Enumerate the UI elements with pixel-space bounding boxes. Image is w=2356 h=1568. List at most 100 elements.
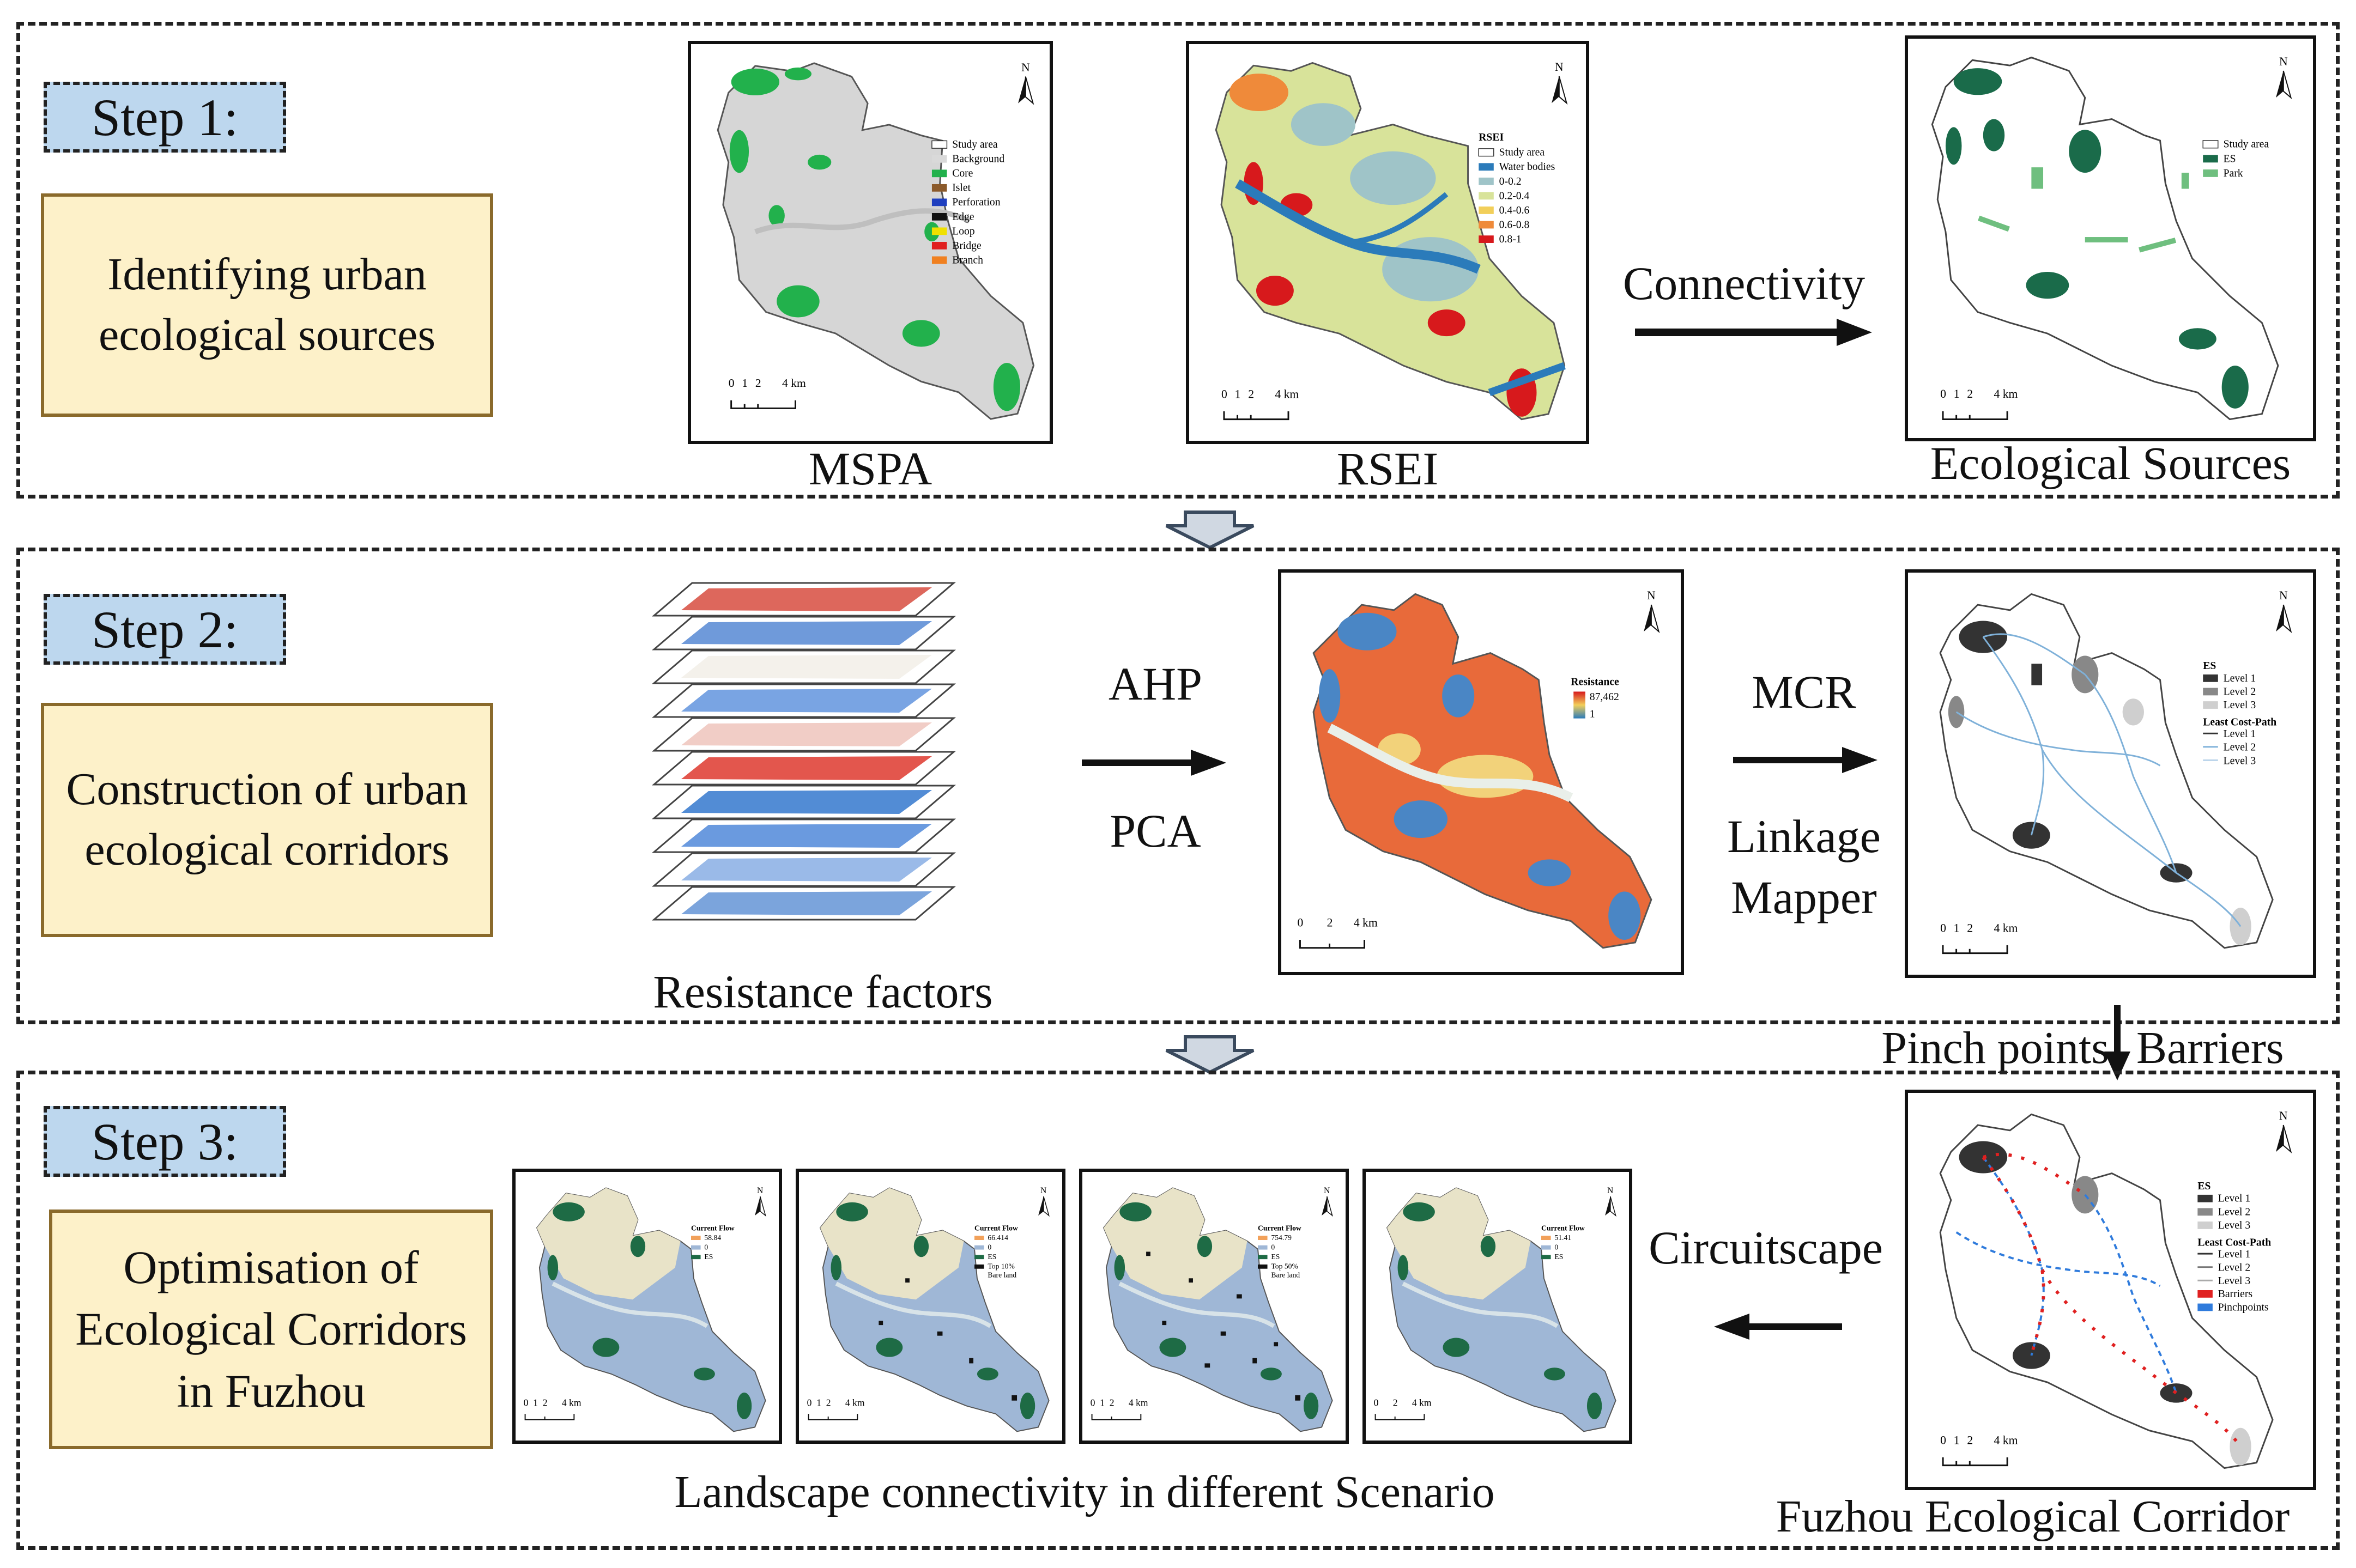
svg-text:4 km: 4 km <box>1994 921 2018 934</box>
svg-text:ES: ES <box>1271 1253 1280 1261</box>
svg-text:2: 2 <box>755 376 761 390</box>
svg-text:Level 2: Level 2 <box>2218 1206 2251 1218</box>
svg-text:0.4-0.6: 0.4-0.6 <box>1499 204 1530 216</box>
step2-section <box>16 548 2340 1024</box>
svg-text:Study area: Study area <box>952 138 998 150</box>
svg-text:N: N <box>2279 55 2288 68</box>
svg-text:0: 0 <box>1940 1433 1946 1447</box>
es-level1-patches <box>1959 1141 2193 1403</box>
svg-text:2: 2 <box>1393 1397 1398 1408</box>
svg-text:ES: ES <box>2224 153 2236 165</box>
north-arrow-icon: N <box>2276 589 2292 634</box>
svg-text:4 km: 4 km <box>845 1397 865 1408</box>
pca-label: PCA <box>1110 805 1201 857</box>
svg-text:Level 1: Level 1 <box>2218 1248 2251 1260</box>
es-patches <box>1114 1202 1319 1419</box>
corridor-map: ES Level 1 Level 2 Level 3 Least Cost-Pa… <box>1939 589 2292 955</box>
scenario-map-2: Current Flow 66.414 0 ES Top 10%Bare lan… <box>807 1186 1050 1432</box>
flow-arrow-down-2 <box>1165 1035 1255 1074</box>
svg-text:N: N <box>1555 60 1564 74</box>
svg-text:1: 1 <box>1954 387 1960 400</box>
fuzhou-corridor-caption: Fuzhou Ecological Corridor <box>1776 1491 2290 1542</box>
svg-text:Least Cost-Path: Least Cost-Path <box>2197 1236 2271 1248</box>
study-area-shape <box>1939 1113 2274 1469</box>
svg-text:Least Cost-Path: Least Cost-Path <box>2203 716 2276 728</box>
svg-text:Loop: Loop <box>952 225 975 237</box>
svg-text:0: 0 <box>704 1243 708 1251</box>
resistance-legend: Resistance 87,462 1 <box>1571 676 1619 720</box>
resistance-layer-fill <box>681 824 932 848</box>
svg-text:2: 2 <box>1967 1433 1973 1447</box>
svg-text:Background: Background <box>952 153 1004 165</box>
step1-tag: Step 1: <box>44 82 286 153</box>
scale-bar: 0 1 2 4 km <box>1940 387 2018 421</box>
svg-text:0: 0 <box>1940 387 1946 400</box>
svg-text:N: N <box>1040 1186 1046 1195</box>
rsei-map-panel: RSEI Study area Water bodies 0-0.2 0.2-0… <box>1186 41 1589 444</box>
svg-text:1: 1 <box>816 1397 821 1408</box>
svg-text:0: 0 <box>1271 1243 1275 1251</box>
scale-bar: 0 2 4 km <box>1374 1397 1432 1420</box>
connectivity-label: Connectivity <box>1622 257 1866 309</box>
svg-text:Top 10%: Top 10% <box>988 1262 1015 1271</box>
scenario-legend: Current Flow 51.41 0 ES <box>1541 1224 1585 1261</box>
svg-text:Water bodies: Water bodies <box>1499 161 1555 173</box>
svg-text:0: 0 <box>524 1397 529 1408</box>
north-arrow-icon: N <box>1644 589 1660 634</box>
mspa-map: Study area Background Core Islet Perfora… <box>717 61 1035 420</box>
fuzhou-corridor-panel: ES Level 1 Level 2 Level 3 Least Cost-Pa… <box>1905 1090 2316 1490</box>
svg-text:0.8-1: 0.8-1 <box>1499 233 1522 245</box>
step1-description: Identifying urban ecological sources <box>41 193 493 417</box>
rsei-map: RSEI Study area Water bodies 0-0.2 0.2-0… <box>1215 60 1568 421</box>
svg-text:Current Flow: Current Flow <box>1258 1224 1301 1232</box>
svg-text:Perforation: Perforation <box>952 196 1000 208</box>
svg-text:Level 3: Level 3 <box>2224 755 2256 767</box>
scenario-map-4: Current Flow 51.41 0 ES N 0 2 4 km <box>1374 1186 1616 1432</box>
ecological-sources-caption: Ecological Sources <box>1930 437 2291 489</box>
svg-text:Barriers: Barriers <box>2218 1288 2252 1300</box>
corridor-map-panel: ES Level 1 Level 2 Level 3 Least Cost-Pa… <box>1905 569 2316 978</box>
svg-text:4 km: 4 km <box>1129 1397 1148 1408</box>
svg-text:Study area: Study area <box>1499 147 1545 159</box>
svg-text:Current Flow: Current Flow <box>1541 1224 1585 1232</box>
north-arrow-icon: N <box>1605 1186 1616 1217</box>
svg-text:N: N <box>2279 589 2288 602</box>
scenario-legend: Current Flow 66.414 0 ES Top 10%Bare lan… <box>974 1224 1018 1279</box>
step3-section <box>16 1071 2340 1550</box>
svg-text:2: 2 <box>1967 921 1973 934</box>
scenario-map-3: Current Flow 754.79 0 ES Top 50%Bare lan… <box>1091 1186 1333 1432</box>
scale-bar: 0 1 2 4 km <box>1940 921 2018 955</box>
svg-text:2: 2 <box>1327 916 1333 929</box>
svg-text:754.79: 754.79 <box>1271 1233 1292 1242</box>
svg-text:Resistance: Resistance <box>1571 676 1619 688</box>
mspa-legend-labels: Study area Background Core Islet Perfora… <box>952 138 1004 266</box>
study-area-shape <box>1939 593 2274 949</box>
svg-text:0: 0 <box>1221 387 1227 400</box>
north-arrow-icon: N <box>1552 60 1568 105</box>
resistance-map: Resistance 87,462 1 N 0 2 4 km <box>1298 589 1660 949</box>
svg-text:4 km: 4 km <box>1994 1433 2018 1447</box>
svg-text:1: 1 <box>1954 1433 1960 1447</box>
north-arrow-icon: N <box>2276 55 2292 100</box>
svg-text:Level 2: Level 2 <box>2224 685 2256 697</box>
svg-text:N: N <box>1021 61 1030 74</box>
resistance-factors-caption: Resistance factors <box>653 965 993 1018</box>
svg-text:4 km: 4 km <box>1412 1397 1432 1408</box>
svg-text:Park: Park <box>2224 167 2243 179</box>
rsei-caption: RSEI <box>1336 442 1439 495</box>
svg-text:Islet: Islet <box>952 182 971 194</box>
es-patches <box>831 1202 1035 1419</box>
scale-bar: 0 1 2 4 km <box>1221 387 1299 421</box>
svg-text:Study area: Study area <box>2224 138 2269 150</box>
svg-text:58.84: 58.84 <box>704 1233 721 1242</box>
least-cost-paths <box>1955 633 2242 927</box>
es-patches <box>547 1202 752 1419</box>
svg-text:4 km: 4 km <box>1994 387 2018 400</box>
mspa-map-panel: Study area Background Core Islet Perfora… <box>688 41 1053 444</box>
svg-text:0: 0 <box>1374 1397 1379 1408</box>
circuitscape-arrow <box>1714 1314 1842 1340</box>
north-arrow-icon: N <box>1322 1186 1333 1217</box>
svg-text:2: 2 <box>826 1397 831 1408</box>
